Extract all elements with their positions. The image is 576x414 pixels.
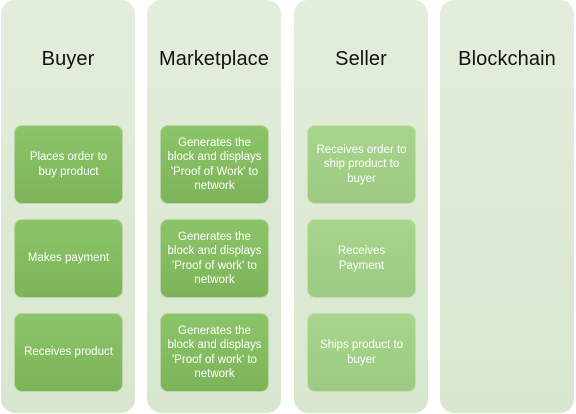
seller-lane-title: Seller [335,48,387,70]
marketplace-step-label: Generates the block and displays 'Proof … [167,136,262,193]
seller-step-ship-product: Ships product to buyer [307,313,416,392]
seller-lane: Seller Receives order to ship product to… [294,0,428,413]
blockchain-lane: Blockchain [440,0,574,413]
marketplace-step-label: Generates the block and displays 'Proof … [167,324,262,381]
buyer-step-label: Makes payment [27,252,110,265]
buyer-lane-title: Buyer [41,48,95,70]
marketplace-lane: Marketplace Generates the block and disp… [147,0,281,413]
blockchain-lane-title: Blockchain [458,48,556,70]
seller-step-label: Receives Payment [337,245,386,272]
seller-step-label: Ships product to buyer [319,339,404,366]
buyer-step-make-payment: Makes payment [14,219,123,298]
buyer-step-receive-product: Receives product [14,313,123,392]
buyer-lane: Buyer Places order to buy product Makes … [1,0,135,413]
marketplace-lane-title: Marketplace [158,48,270,70]
seller-step-receive-order: Receives order to ship product to buyer [307,125,416,204]
seller-step-label: Receives order to ship product to buyer [316,143,407,185]
buyer-step-label: Receives product [24,346,113,359]
buyer-step-label: Places order to buy product [29,151,108,178]
marketplace-step-generate-block-1: Generates the block and displays 'Proof … [160,125,269,204]
seller-step-receive-payment: Receives Payment [307,219,416,298]
buyer-step-place-order: Places order to buy product [14,125,123,204]
marketplace-step-label: Generates the block and displays 'Proof … [167,230,262,287]
marketplace-step-generate-block-3: Generates the block and displays 'Proof … [160,313,269,392]
marketplace-step-generate-block-2: Generates the block and displays 'Proof … [160,219,269,298]
